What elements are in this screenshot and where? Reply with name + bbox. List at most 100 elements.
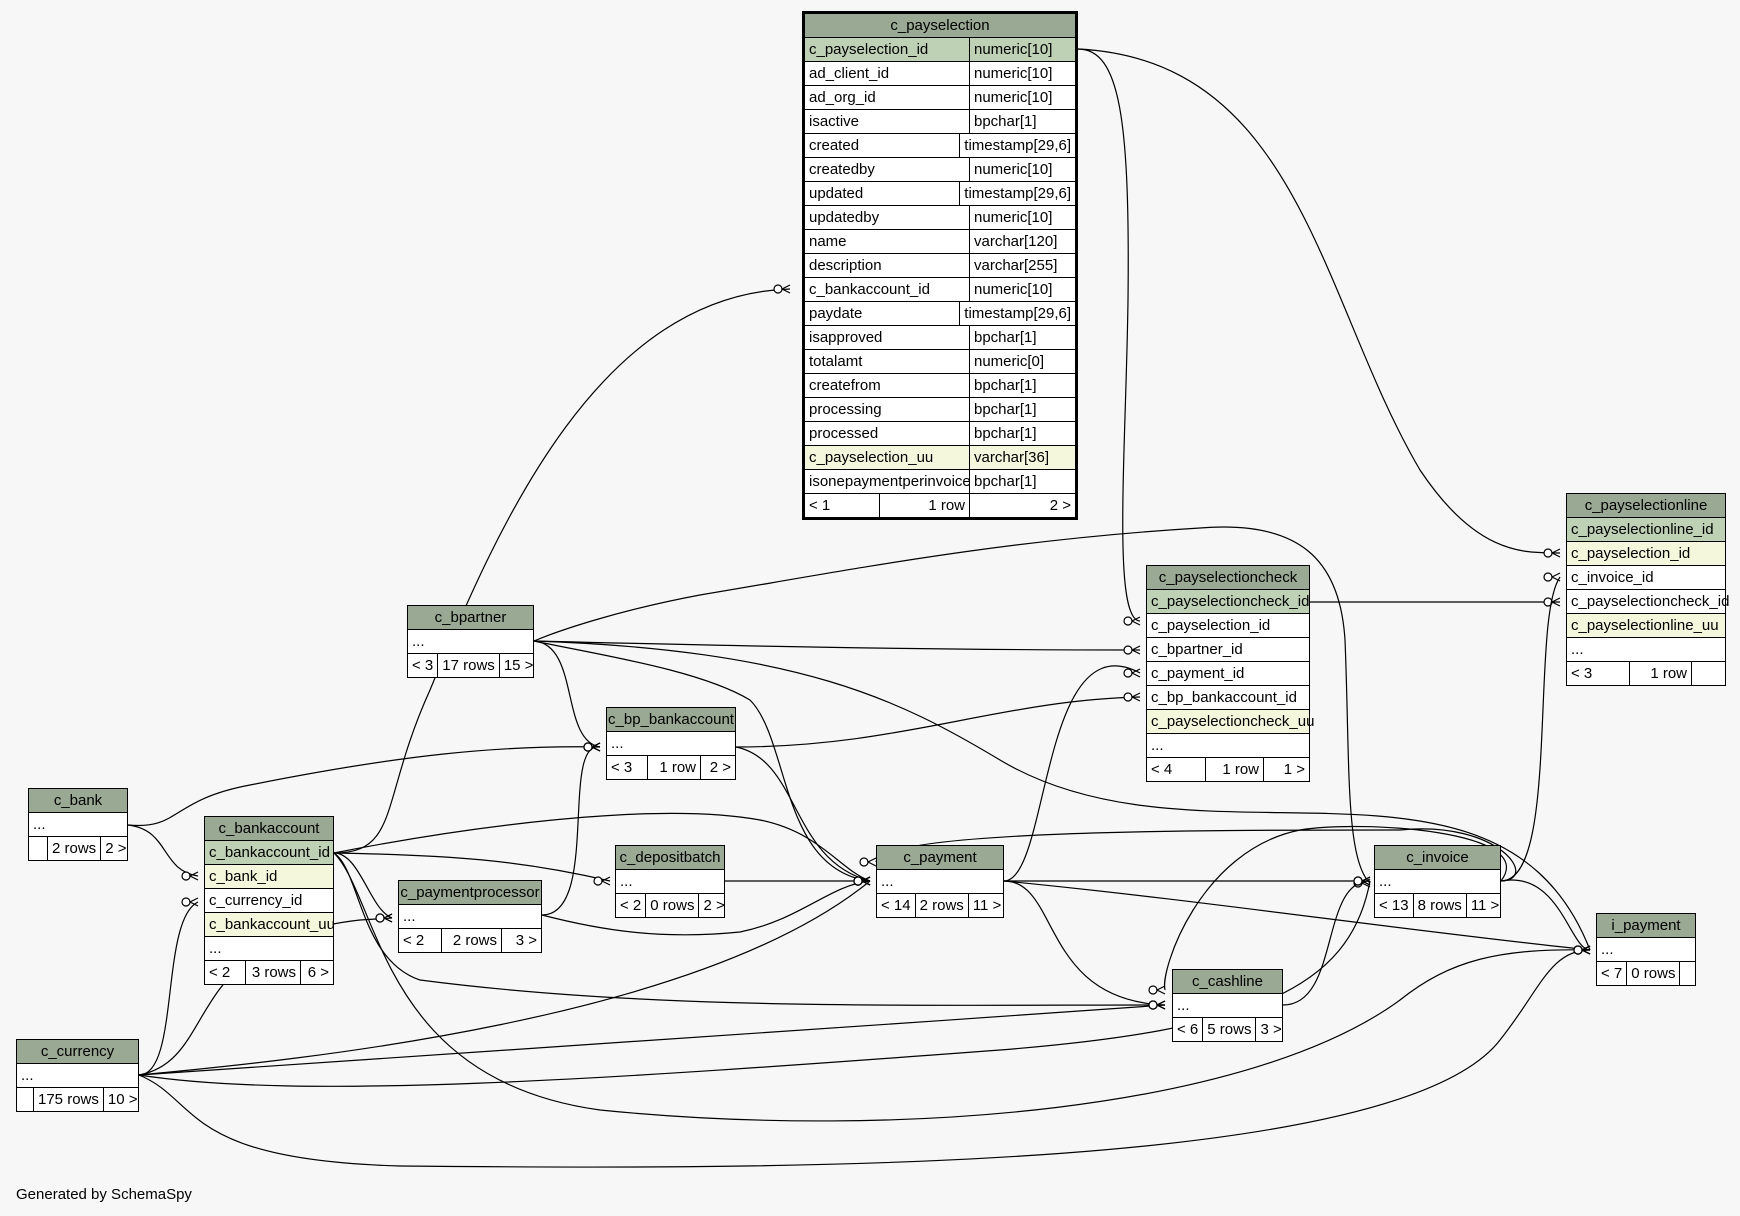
- crows-foot-marker: [189, 897, 199, 907]
- crows-foot-marker: [867, 857, 877, 867]
- table-title[interactable]: c_invoice: [1375, 846, 1500, 870]
- column-row: c_bankaccount_uu: [205, 913, 335, 937]
- optional-marker: [1148, 1000, 1158, 1010]
- crows-foot-marker: [781, 284, 791, 294]
- column-row: ...: [1597, 938, 1695, 962]
- table-title[interactable]: c_bankaccount: [205, 817, 333, 841]
- column-type: numeric[10]: [969, 62, 1075, 85]
- children-count: 2 >: [698, 894, 728, 917]
- column-name: c_bankaccount_id: [209, 844, 330, 861]
- children-count: 11 >: [967, 894, 1006, 917]
- column-name: c_payselection_id: [1151, 617, 1271, 634]
- column-name: processed: [809, 425, 879, 442]
- table-title[interactable]: i_payment: [1597, 914, 1695, 938]
- crows-foot-marker: [861, 876, 871, 886]
- column-name: ad_client_id: [809, 65, 890, 82]
- table-title[interactable]: c_bank: [29, 789, 127, 813]
- table-title[interactable]: c_payselectioncheck: [1147, 566, 1309, 590]
- column-type: numeric[10]: [969, 206, 1075, 229]
- column-type: varchar[120]: [969, 230, 1075, 253]
- edge-bpartner-payment: [533, 640, 871, 882]
- parents-count: < 6: [1177, 1021, 1199, 1038]
- optional-marker: [1573, 945, 1583, 955]
- edge-bank-bpbankaccount: [127, 746, 601, 827]
- edge-bpartner-payselectioncheck: [533, 640, 1141, 651]
- table-title[interactable]: c_paymentprocessor: [399, 881, 541, 905]
- table-title[interactable]: c_payselection: [805, 14, 1075, 38]
- parents-count: < 14: [881, 897, 911, 914]
- column-row: ...: [1567, 638, 1725, 662]
- column-name: c_bp_bankaccount_id: [1151, 689, 1297, 706]
- column-row: ...: [17, 1064, 138, 1088]
- row-count: 17 rows: [437, 654, 499, 677]
- column-row: c_invoice_id: [1567, 566, 1725, 590]
- parents-count: < 4: [1151, 761, 1173, 778]
- column-type: varchar[255]: [969, 254, 1075, 277]
- parents-count: < 2: [620, 897, 642, 914]
- table-title[interactable]: c_depositbatch: [616, 846, 724, 870]
- column-row: ...: [1173, 994, 1282, 1018]
- generated-by-label: Generated by SchemaSpy: [16, 1186, 192, 1203]
- edge-bankaccount-paymentprocessor: [333, 852, 393, 919]
- column-row: c_payselectioncheck_id: [1147, 590, 1309, 614]
- table-title[interactable]: c_bp_bankaccount: [607, 708, 735, 732]
- optional-marker: [1148, 985, 1158, 995]
- column-name: updatedby: [809, 209, 880, 226]
- column-type: bpchar[1]: [969, 470, 1075, 493]
- table-title[interactable]: c_bpartner: [408, 606, 533, 630]
- column-row: c_bankaccount_id: [205, 841, 333, 865]
- edge-paymentprocessor-bpbankaccount: [541, 746, 601, 916]
- edge-currency-ipayment: [138, 949, 1591, 1168]
- column-name: ...: [1177, 997, 1190, 1014]
- edge-bankaccount-ipayment: [333, 852, 1591, 1122]
- column-name: c_payselectionline_id: [1571, 521, 1714, 538]
- column-type: timestamp[29,6]: [959, 134, 1075, 157]
- table-title[interactable]: c_currency: [17, 1040, 138, 1064]
- column-name: ...: [1571, 641, 1584, 658]
- column-type: bpchar[1]: [969, 374, 1075, 397]
- column-row: updatedby numeric[10]: [805, 206, 1075, 230]
- optional-marker: [1543, 597, 1553, 607]
- children-count: 2 >: [969, 494, 1075, 517]
- column-name: c_bpartner_id: [1151, 641, 1243, 658]
- edge-bpartner-bp-bankaccount: [533, 640, 601, 748]
- table-title[interactable]: c_payment: [877, 846, 1003, 870]
- children-count: 2 >: [100, 837, 130, 860]
- table-title[interactable]: c_payselectionline: [1567, 494, 1725, 518]
- table-title[interactable]: c_cashline: [1173, 970, 1282, 994]
- children-count: 1 >: [1263, 758, 1309, 781]
- column-name: ...: [611, 735, 624, 752]
- column-type: numeric[10]: [969, 158, 1075, 181]
- children-count: 3 >: [1255, 1018, 1285, 1041]
- column-name: c_bankaccount_id: [809, 281, 930, 298]
- crows-foot-marker: [1361, 876, 1371, 886]
- row-count: 1 row: [1205, 758, 1263, 781]
- edge-invoice-payment: [875, 828, 1517, 882]
